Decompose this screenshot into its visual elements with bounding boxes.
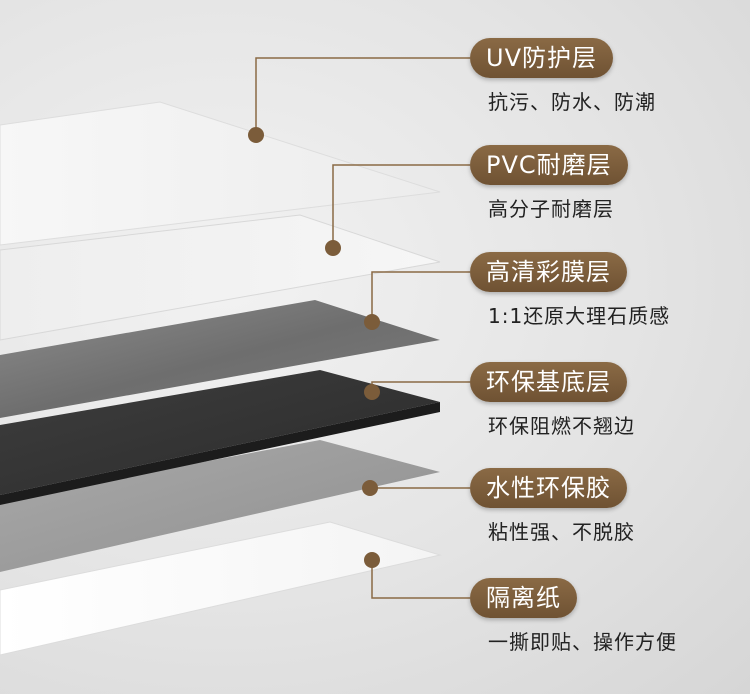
layer-title: 环保基底层 xyxy=(470,362,627,402)
glue-layer xyxy=(0,440,440,572)
layer-title: 高清彩膜层 xyxy=(470,252,627,292)
layer-desc: 高分子耐磨层 xyxy=(488,197,614,221)
film-layer xyxy=(0,300,440,418)
layer-desc: 抗污、防水、防潮 xyxy=(488,90,656,114)
layer-desc: 1:1还原大理石质感 xyxy=(488,304,671,328)
base-layer xyxy=(0,370,440,495)
layer-title: PVC耐磨层 xyxy=(470,145,628,185)
uv-layer xyxy=(0,101,441,246)
base-layer-edge xyxy=(0,402,440,505)
release-paper-layer xyxy=(0,521,442,656)
layer-title: 水性环保胶 xyxy=(470,468,627,508)
glue-layer-label: 水性环保胶 粘性强、不脱胶 xyxy=(470,468,634,544)
paper-layer-label: 隔离纸 一撕即贴、操作方便 xyxy=(470,578,676,654)
layer-title: 隔离纸 xyxy=(470,578,577,618)
layer-desc: 环保阻燃不翘边 xyxy=(488,414,635,438)
uv-layer-label: UV防护层 抗污、防水、防潮 xyxy=(470,38,655,114)
base-layer-label: 环保基底层 环保阻燃不翘边 xyxy=(470,362,634,438)
leader-dots xyxy=(248,127,380,568)
layer-desc: 粘性强、不脱胶 xyxy=(488,520,635,544)
layer-desc: 一撕即贴、操作方便 xyxy=(488,630,677,654)
film-layer-label: 高清彩膜层 1:1还原大理石质感 xyxy=(470,252,669,328)
pvc-layer-label: PVC耐磨层 高分子耐磨层 xyxy=(470,145,628,221)
layer-title: UV防护层 xyxy=(470,38,613,78)
